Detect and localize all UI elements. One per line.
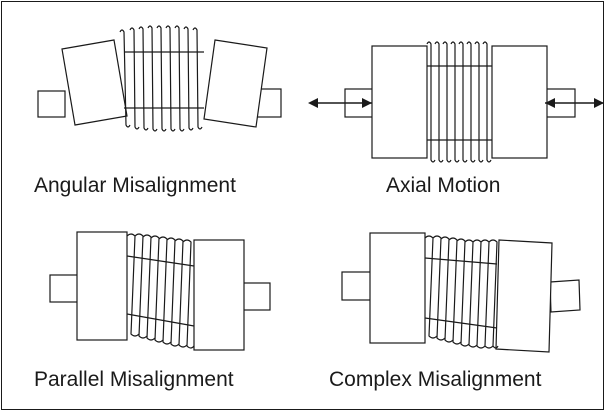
left-hub bbox=[76, 231, 128, 341]
right-hub bbox=[491, 45, 548, 159]
bellows bbox=[126, 233, 195, 349]
left-axial-arrow bbox=[308, 98, 372, 108]
left-shaft bbox=[341, 271, 373, 301]
left-hub bbox=[371, 45, 428, 159]
right-hub bbox=[495, 239, 553, 353]
right-shaft bbox=[549, 279, 581, 313]
label-angular-misalignment: Angular Misalignment bbox=[34, 174, 236, 197]
label-complex-misalignment: Complex Misalignment bbox=[329, 368, 542, 391]
left-shaft bbox=[49, 274, 81, 303]
left-hub bbox=[61, 39, 128, 126]
left-hub bbox=[369, 232, 426, 344]
bellows bbox=[119, 25, 204, 132]
right-hub bbox=[203, 39, 268, 128]
right-hub bbox=[193, 239, 245, 351]
bellows bbox=[426, 41, 492, 163]
complex-misalignment-coupling bbox=[341, 232, 581, 353]
label-axial-motion: Axial Motion bbox=[386, 174, 501, 197]
axial-motion-coupling bbox=[308, 41, 604, 163]
left-shaft bbox=[37, 90, 66, 118]
parallel-misalignment-coupling bbox=[49, 231, 271, 351]
right-axial-arrow bbox=[545, 98, 604, 108]
bellows bbox=[424, 235, 499, 349]
angular-misalignment-coupling bbox=[37, 25, 282, 132]
label-parallel-misalignment: Parallel Misalignment bbox=[34, 368, 234, 391]
